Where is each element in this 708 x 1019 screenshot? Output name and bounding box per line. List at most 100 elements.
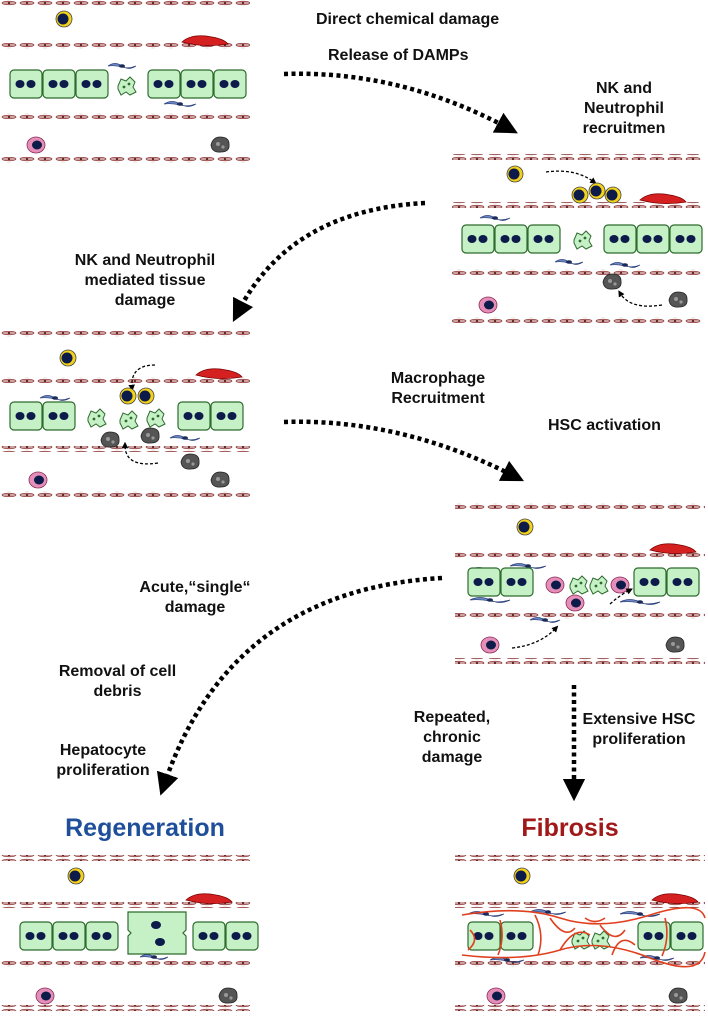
label-line: Acute,“single“ <box>139 579 251 596</box>
macrophage <box>668 291 688 308</box>
stellate-nucleus <box>504 958 510 962</box>
nucleus <box>69 932 79 940</box>
stellate-nucleus <box>525 564 531 568</box>
nucleus <box>642 235 652 243</box>
macrophage-granule <box>674 297 678 301</box>
necrotic-cell-debris <box>146 408 166 428</box>
label-line: debris <box>93 683 142 700</box>
panel-tissue-damage <box>0 331 250 497</box>
label-line: mediated tissue <box>84 272 206 289</box>
collagen-fiber <box>584 917 606 923</box>
nucleus <box>609 235 619 243</box>
stellate-nucleus <box>483 912 489 916</box>
stellate-red-cell <box>195 368 243 379</box>
kupffer-cell-nucleus <box>34 475 44 485</box>
hepatocyte-body <box>225 921 259 951</box>
nucleus <box>467 235 477 243</box>
necrotic-cell-debris <box>589 575 609 595</box>
hepatocyte <box>52 921 86 951</box>
label-repeated-chronic-damage: Repeated, chronic damage <box>402 708 502 768</box>
collagen-fiber <box>611 939 636 956</box>
sinusoid-vessel-line <box>0 0 250 6</box>
nucleus <box>473 932 483 940</box>
stellate-red-cell <box>639 193 687 204</box>
stellate-red-cell <box>181 35 229 46</box>
hepatocyte <box>500 921 534 951</box>
label-direct-chemical-damage: Direct chemical damage <box>316 11 500 28</box>
debris-fragment <box>127 82 131 86</box>
nucleus <box>511 235 521 243</box>
label-line: recruitmen <box>582 120 666 137</box>
kupffer-cell-nucleus <box>41 991 51 1001</box>
nucleus <box>102 932 112 940</box>
debris-fragment <box>156 414 160 418</box>
label-removal-of-cell-debris: Removal of cell debris <box>50 662 185 702</box>
hepatocyte <box>192 921 226 951</box>
kupffer-cell-nucleus <box>486 640 496 650</box>
debris-fragment <box>596 939 600 943</box>
sinusoid-vessel-line <box>455 961 705 967</box>
hepatocyte <box>494 224 528 254</box>
title-fibrosis: Fibrosis <box>521 814 619 842</box>
nucleus <box>675 235 685 243</box>
hepatocyte-body <box>52 921 86 951</box>
sinusoid-vessel-line <box>0 157 250 163</box>
sinusoid-vessel-line <box>455 855 705 861</box>
collagen-fiber <box>467 929 476 951</box>
migration-arrow <box>609 588 633 605</box>
sinusoid-vessel-line <box>0 113 250 119</box>
nucleus <box>92 80 102 88</box>
sinusoid-vessel-line <box>455 503 705 509</box>
nucleus <box>672 578 682 586</box>
necrotic-cell-debris <box>119 410 139 430</box>
debris-fragment <box>599 581 603 585</box>
nucleus <box>59 80 69 88</box>
nk-cell-nucleus <box>590 185 602 197</box>
kupffer-cell-nucleus <box>616 580 626 590</box>
nk-cell-nucleus <box>515 870 527 882</box>
debris-fragment <box>581 936 585 940</box>
sinusoid-vessel-line <box>452 269 702 275</box>
hepatocyte <box>9 401 43 431</box>
nucleus <box>676 932 686 940</box>
hepatocyte <box>19 921 53 951</box>
stellate-nucleus <box>542 618 548 622</box>
hepatocyte <box>180 69 214 99</box>
stellate-nucleus <box>177 102 183 106</box>
nucleus <box>197 80 207 88</box>
necrotic-cell-debris <box>571 930 591 950</box>
label-line: Macrophage <box>390 370 486 387</box>
kupffer-cell-nucleus <box>484 300 494 310</box>
macrophage-granule <box>224 993 228 997</box>
label-line: damage <box>164 599 226 616</box>
nucleus <box>155 938 165 946</box>
hepatocyte-body <box>177 401 211 431</box>
collagen-fiber <box>599 924 626 938</box>
nucleus <box>198 932 208 940</box>
hepatocyte-body <box>467 567 501 597</box>
hepatocyte <box>42 69 76 99</box>
migration-arrow <box>121 441 159 465</box>
stellate-nucleus <box>566 260 572 264</box>
debris-fragment <box>583 236 587 240</box>
sinusoid-vessel-line <box>0 43 250 49</box>
macrophage-granule <box>671 642 675 646</box>
hepatocyte-body <box>213 69 247 99</box>
necrotic-cell-debris <box>569 575 589 595</box>
collagen-fiber <box>497 919 503 956</box>
dividing-hepatocyte <box>127 911 187 955</box>
nk-cell-nucleus <box>518 521 530 533</box>
panel-fibrosis <box>455 855 706 1011</box>
hepatocyte-body <box>19 921 53 951</box>
nucleus <box>59 412 69 420</box>
label-release-of-damps: Release of DAMPs <box>328 47 469 64</box>
stellate-nucleus <box>622 263 628 267</box>
nk-cell-nucleus <box>57 13 69 25</box>
stellate-nucleus <box>545 910 551 914</box>
sinusoid-vessel-line <box>452 154 702 160</box>
kupffer-cell-nucleus <box>551 580 561 590</box>
stellate-nucleus <box>492 216 498 220</box>
collagen-fiber <box>559 931 591 951</box>
label-line: Neutrophil <box>584 100 664 117</box>
